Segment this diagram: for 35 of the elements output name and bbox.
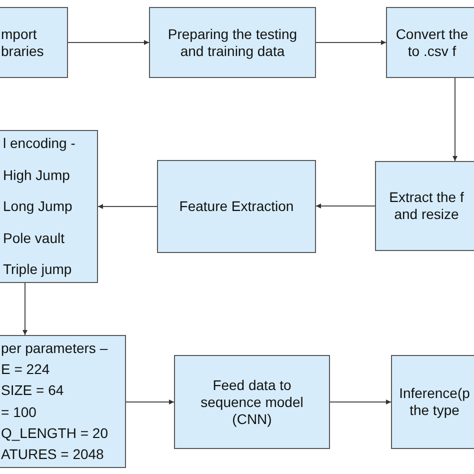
- process-box: [174, 355, 330, 449]
- box-text: ATURES = 2048: [1, 446, 104, 463]
- arrow: [330, 400, 392, 404]
- arrow: [68, 40, 150, 45]
- box-text: Inference(p the type: [398, 385, 471, 419]
- process-box: [149, 7, 316, 78]
- box-text: Pole vault: [3, 230, 64, 246]
- box-text: Preparing the testing and training data: [166, 26, 298, 60]
- process-box: [386, 7, 474, 78]
- process-box: [157, 160, 316, 253]
- arrow: [452, 78, 458, 162]
- box-text: High Jump: [3, 166, 70, 184]
- box-text: Extract the f and resize: [388, 189, 465, 223]
- arrow: [126, 400, 174, 404]
- process-box: [0, 335, 126, 468]
- box-text: SIZE = 64: [1, 382, 64, 400]
- arrow: [22, 282, 28, 336]
- box-text: Long Jump: [3, 198, 72, 215]
- box-text: = 100: [1, 404, 36, 421]
- process-box: [391, 355, 474, 449]
- process-box: [375, 161, 474, 251]
- process-box: [0, 130, 98, 283]
- box-text: Feature Extraction: [179, 198, 294, 215]
- box-text: mport braries: [1, 26, 45, 60]
- arrow: [316, 40, 386, 45]
- box-text: l encoding -: [3, 135, 76, 152]
- box-text: Feed data to sequence model (CNN): [200, 376, 304, 428]
- box-text: Q_LENGTH = 20: [1, 424, 108, 442]
- process-box: [0, 7, 68, 78]
- box-text: E = 224: [1, 361, 50, 378]
- arrow: [98, 204, 158, 209]
- box-text: per parameters –: [1, 340, 108, 357]
- box-text: Convert the to .csv f: [394, 26, 470, 60]
- arrow: [316, 204, 376, 208]
- box-text: Triple jump: [3, 261, 72, 278]
